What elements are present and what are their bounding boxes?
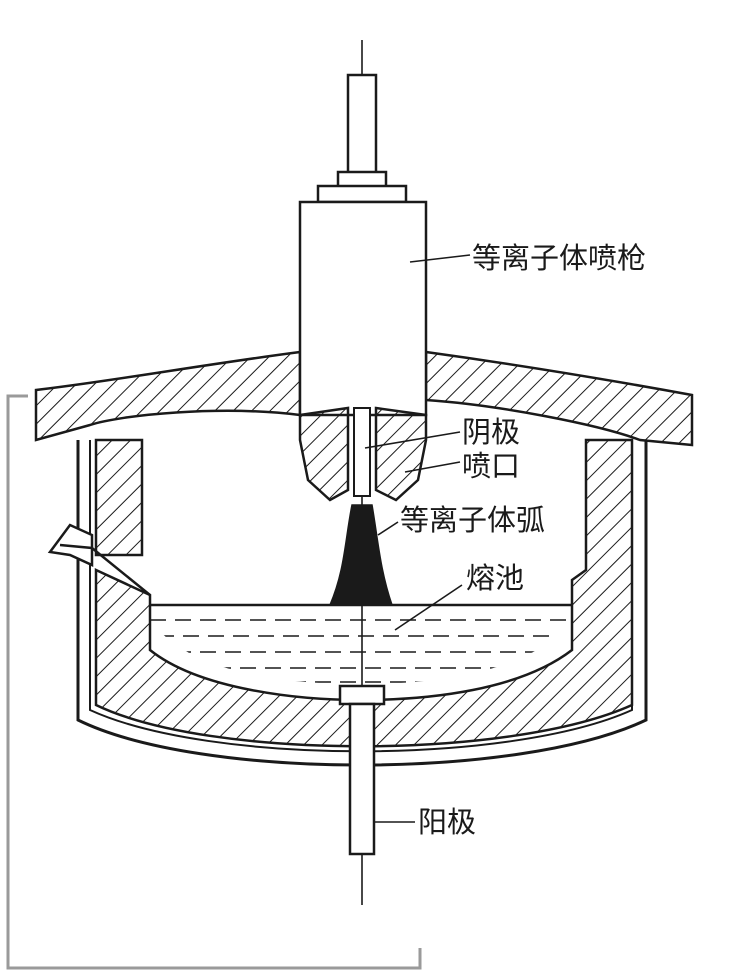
label-arc: 等离子体弧 xyxy=(400,503,545,537)
anode-rod xyxy=(348,702,376,856)
nozzle-left xyxy=(298,406,350,502)
leader-pool xyxy=(394,584,463,631)
plasma-arc xyxy=(328,504,394,606)
furnace-roof-right xyxy=(424,350,694,447)
leader-nozzle xyxy=(404,461,461,473)
torch-flange xyxy=(316,184,408,204)
torch-body xyxy=(298,200,428,417)
anode-cap xyxy=(338,684,386,706)
melt-pool-dashes xyxy=(150,619,572,683)
label-nozzle: 喷口 xyxy=(462,449,520,483)
refractory-lining xyxy=(94,438,634,748)
leader-arc xyxy=(377,521,399,536)
label-torch: 等离子体喷枪 xyxy=(472,241,646,275)
torch-rod xyxy=(346,73,378,177)
furnace-roof xyxy=(34,350,302,442)
tap-channel xyxy=(59,543,151,596)
label-cathode: 阴极 xyxy=(462,415,520,449)
cathode-rod xyxy=(353,407,371,497)
leader-cathode xyxy=(364,431,461,449)
label-anode: 阳极 xyxy=(418,805,476,839)
outer-frame xyxy=(6,394,422,970)
leader-torch xyxy=(409,254,471,263)
label-pool: 熔池 xyxy=(466,561,524,595)
nozzle-right xyxy=(374,406,428,502)
left-refractory-wall xyxy=(94,438,144,557)
